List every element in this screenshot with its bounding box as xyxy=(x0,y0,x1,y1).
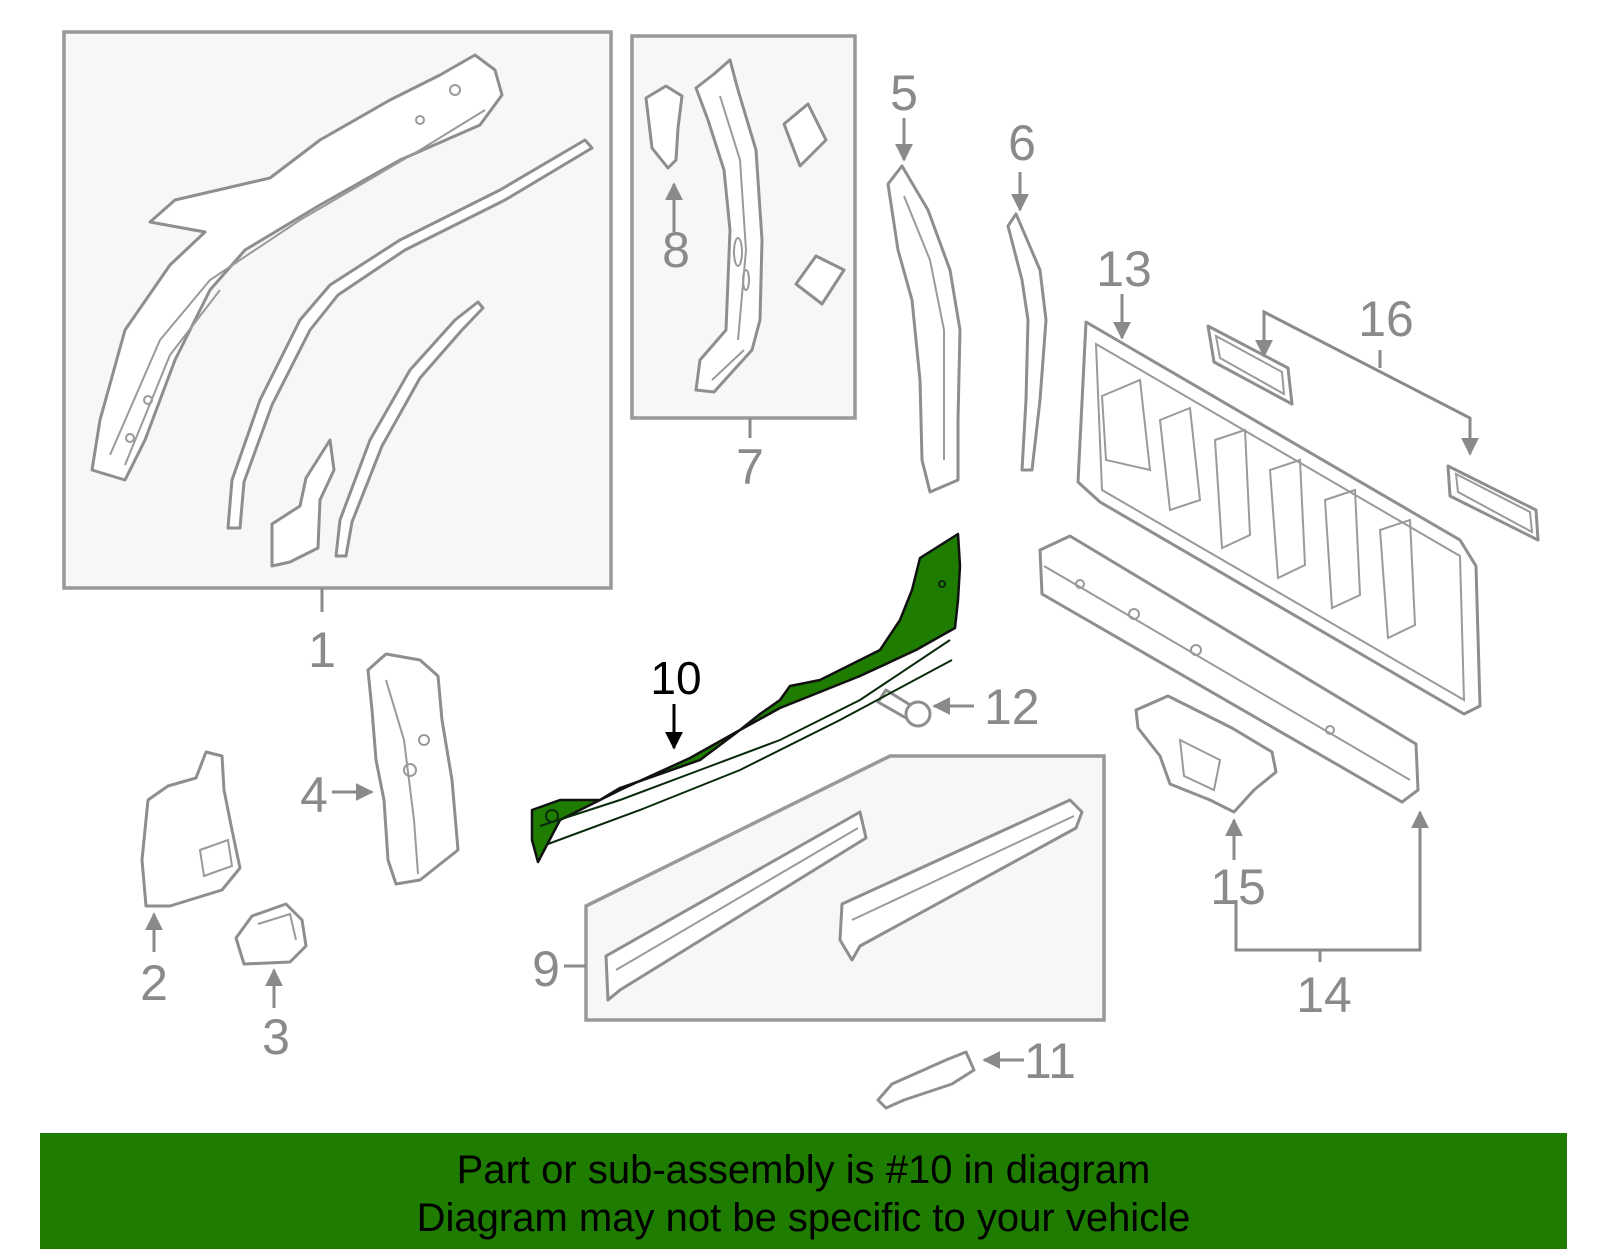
callout-12: 12 xyxy=(984,679,1040,735)
info-banner: Part or sub-assembly is #10 in diagram D… xyxy=(40,1133,1567,1249)
part-4-pillar-lower xyxy=(366,652,460,886)
callout-7: 7 xyxy=(736,439,764,495)
callout-5: 5 xyxy=(890,65,918,121)
part-11-clip xyxy=(876,1050,976,1110)
b-pillar-inner xyxy=(694,58,764,394)
part-3-cap xyxy=(234,902,308,966)
callout-2: 2 xyxy=(140,955,168,1011)
part-5-pillar xyxy=(886,164,962,494)
part-16-pad-b xyxy=(1446,464,1540,542)
callout-14: 14 xyxy=(1296,967,1352,1023)
small-bracket-8 xyxy=(644,84,684,170)
plate-a xyxy=(782,102,828,168)
callout-8: 8 xyxy=(662,222,690,278)
callout-3: 3 xyxy=(262,1009,290,1065)
small-bracket-1 xyxy=(270,438,336,568)
callout-10: 10 xyxy=(650,652,701,704)
part-10-rocker-panel xyxy=(530,532,962,864)
part-6-strip xyxy=(1006,212,1048,472)
callout-16: 16 xyxy=(1358,291,1414,347)
callout-6: 6 xyxy=(1008,115,1036,171)
plate-b xyxy=(794,254,846,306)
part-2-bracket xyxy=(140,750,242,908)
callout-13: 13 xyxy=(1096,241,1152,297)
part-12-bolt xyxy=(876,688,932,728)
callout-11: 11 xyxy=(1024,1033,1076,1089)
callout-15: 15 xyxy=(1210,859,1266,915)
weather-strip-inner xyxy=(334,300,485,558)
weather-strip-outer xyxy=(226,138,594,530)
banner-line-2: Diagram may not be specific to your vehi… xyxy=(416,1196,1191,1240)
callout-4: 4 xyxy=(300,767,328,823)
rocker-reinforcement-a xyxy=(604,810,868,1002)
part-14-lower-rail xyxy=(1038,534,1420,804)
group-box-9 xyxy=(584,754,1106,1022)
part-13-back-panel xyxy=(1076,320,1482,716)
callout-1: 1 xyxy=(308,622,336,678)
group-box-1 xyxy=(62,30,613,590)
banner-line-1: Part or sub-assembly is #10 in diagram xyxy=(456,1148,1151,1192)
callout-9: 9 xyxy=(532,941,560,997)
group-box-7 xyxy=(630,34,857,420)
